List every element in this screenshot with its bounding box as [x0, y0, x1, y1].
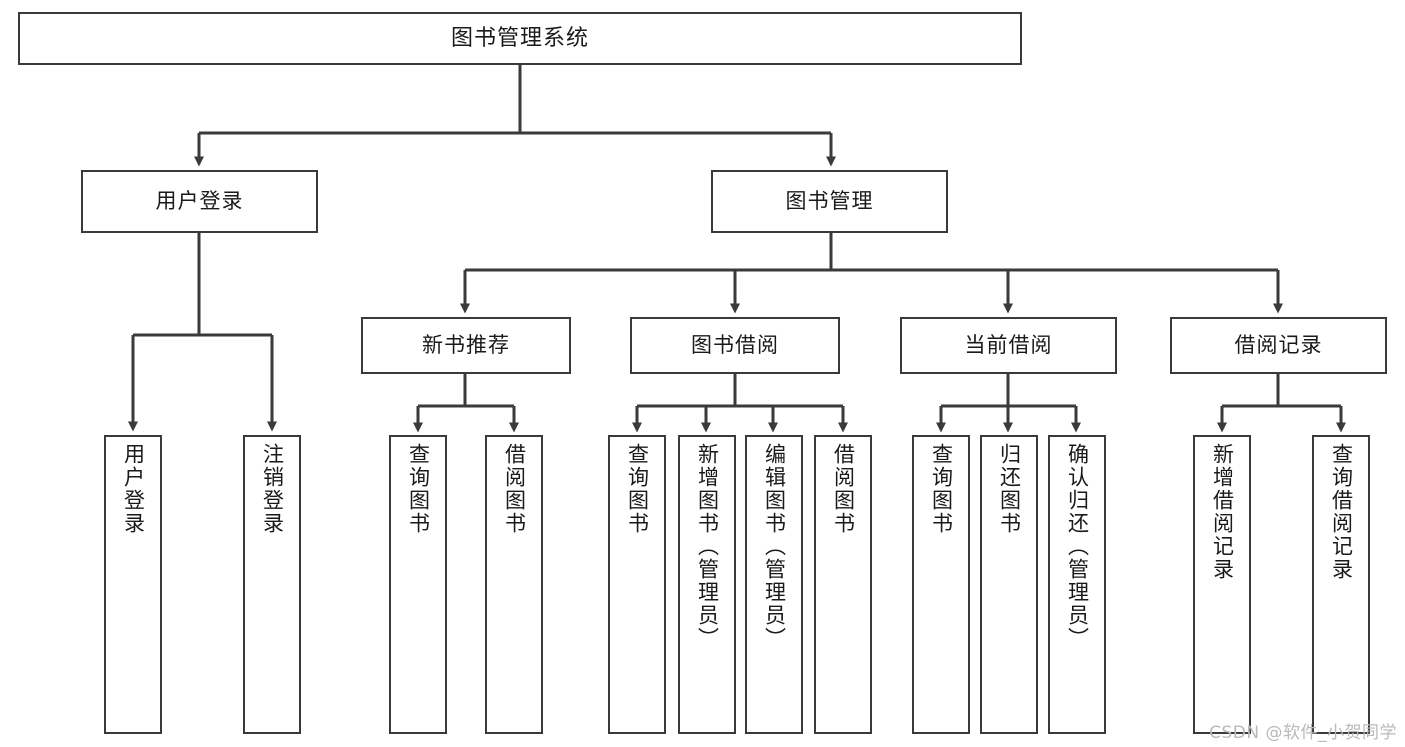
- node-leaf-user-logout[interactable]: 注销登录: [243, 435, 301, 734]
- node-leaf-borrow-book[interactable]: 借阅图书: [814, 435, 872, 734]
- node-label: 注销登录: [260, 443, 285, 535]
- node-label: 图书管理系统: [450, 25, 589, 51]
- node-label: 用户登录: [155, 189, 244, 214]
- node-leaf-query-borrow-record[interactable]: 查询借阅记录: [1312, 435, 1370, 734]
- node-label: 借阅图书: [502, 443, 527, 535]
- node-label: 编辑图书（管理员）: [762, 443, 787, 650]
- node-leaf-query-book-current[interactable]: 查询图书: [912, 435, 970, 734]
- node-label: 图书管理: [785, 189, 874, 214]
- node-label: 查询图书: [929, 443, 954, 535]
- node-leaf-edit-book-admin[interactable]: 编辑图书（管理员）: [745, 435, 803, 734]
- node-leaf-user-login[interactable]: 用户登录: [104, 435, 162, 734]
- node-leaf-add-book-admin[interactable]: 新增图书（管理员）: [678, 435, 736, 734]
- node-label: 查询图书: [406, 443, 431, 535]
- node-leaf-query-book-recommend[interactable]: 查询图书: [389, 435, 447, 734]
- node-label: 借阅记录: [1234, 333, 1323, 358]
- node-leaf-add-borrow-record[interactable]: 新增借阅记录: [1193, 435, 1251, 734]
- node-user-login[interactable]: 用户登录: [81, 170, 318, 233]
- node-borrow-record[interactable]: 借阅记录: [1170, 317, 1387, 374]
- node-label: 用户登录: [121, 443, 146, 535]
- node-label: 借阅图书: [831, 443, 856, 535]
- node-label: 查询图书: [625, 443, 650, 535]
- node-label: 图书借阅: [691, 333, 779, 358]
- node-label: 查询借阅记录: [1329, 443, 1354, 581]
- node-label: 归还图书: [997, 443, 1022, 535]
- node-label: 新增图书（管理员）: [695, 443, 720, 650]
- node-leaf-confirm-return-admin[interactable]: 确认归还（管理员）: [1048, 435, 1106, 734]
- node-leaf-return-book[interactable]: 归还图书: [980, 435, 1038, 734]
- node-label: 新书推荐: [422, 333, 510, 358]
- node-book-borrow[interactable]: 图书借阅: [630, 317, 840, 374]
- node-label: 当前借阅: [964, 333, 1053, 358]
- node-label: 新增借阅记录: [1210, 443, 1235, 581]
- node-new-book-recommend[interactable]: 新书推荐: [361, 317, 571, 374]
- node-root-system[interactable]: 图书管理系统: [18, 12, 1022, 65]
- node-leaf-query-book-borrow[interactable]: 查询图书: [608, 435, 666, 734]
- node-book-management[interactable]: 图书管理: [711, 170, 948, 233]
- node-label: 确认归还（管理员）: [1065, 443, 1090, 650]
- node-current-borrow[interactable]: 当前借阅: [900, 317, 1117, 374]
- node-leaf-borrow-book-recommend[interactable]: 借阅图书: [485, 435, 543, 734]
